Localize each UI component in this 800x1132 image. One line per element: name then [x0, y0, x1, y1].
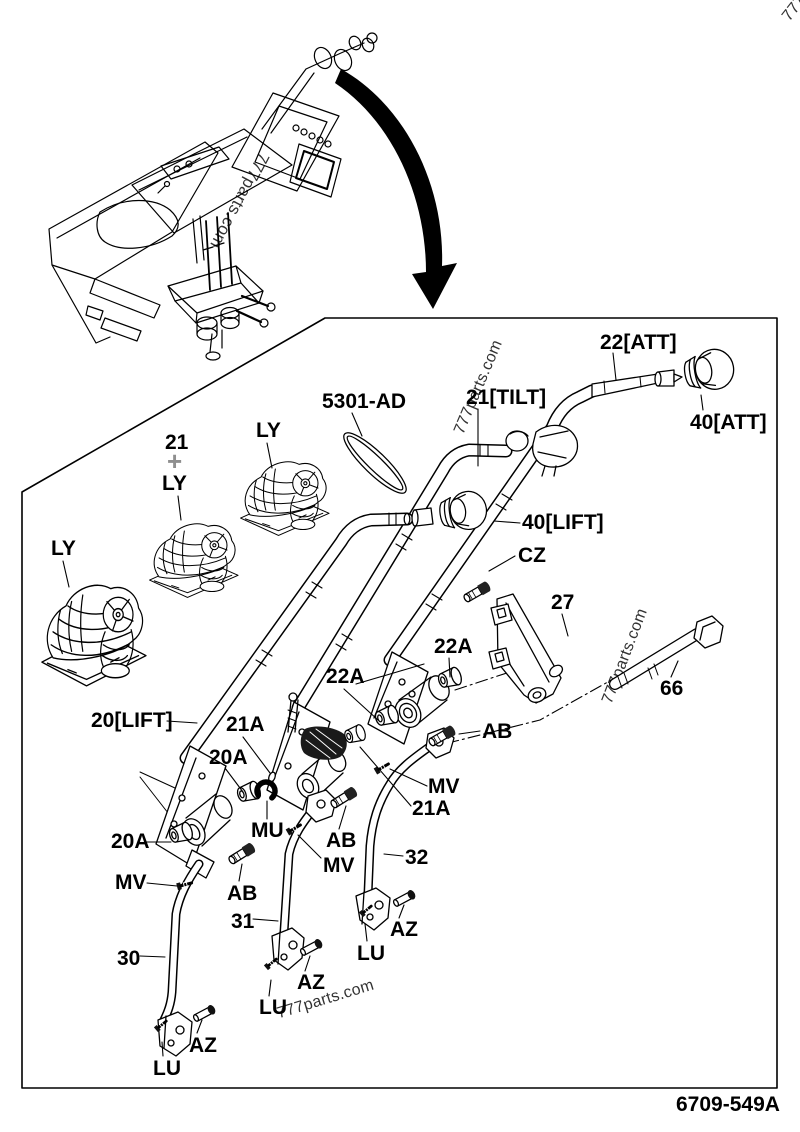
- boot-ly-left: [41, 584, 147, 687]
- part-label-ly-right: LY: [256, 419, 281, 442]
- boot-ly-mid: [149, 523, 239, 598]
- rod-30: [157, 859, 204, 1057]
- part-label-21a-right: 21A: [412, 797, 451, 820]
- lever-tube-tilt-21: [291, 424, 579, 715]
- diagram-border: [21, 317, 778, 1089]
- part-label-20a-mid: 20A: [209, 746, 248, 769]
- explode-arrow: [335, 69, 457, 309]
- part-label-lu-right: LU: [357, 942, 385, 965]
- figure-code: 6709-549A: [676, 1093, 780, 1116]
- part-label-ab-right: AB: [482, 720, 513, 743]
- part-label-40-att: 40[ATT]: [690, 411, 767, 434]
- washer-mu: [254, 779, 278, 803]
- console-illustration: [48, 32, 378, 361]
- part-label-66: 66: [660, 677, 684, 700]
- part-label-31: 31: [231, 910, 255, 933]
- part-label-21: 21: [165, 431, 189, 454]
- part-label-ly-left: LY: [51, 537, 76, 560]
- part-label-21a-mid: 21A: [226, 713, 265, 736]
- bolt-cz: [461, 579, 493, 605]
- knob-40-att: [680, 345, 738, 395]
- part-label-az-left: AZ: [189, 1034, 217, 1057]
- part-label-ab-mid: AB: [326, 829, 357, 852]
- part-label-22a-left: 22A: [326, 665, 365, 688]
- rod-31: [271, 789, 337, 971]
- bolt-ab-left: [226, 841, 258, 867]
- support-bracket-27: [488, 593, 564, 704]
- leader-lines: [62, 352, 704, 1057]
- plus-mark: +: [167, 446, 183, 476]
- boot-ly-right: [240, 461, 330, 536]
- bracket-tilt-base: [266, 692, 347, 811]
- part-label-az-mid: AZ: [297, 971, 325, 994]
- screw-lu-mid: [262, 955, 280, 972]
- part-label-lu-mid: LU: [259, 996, 287, 1019]
- part-label-mu: MU: [251, 819, 284, 842]
- part-label-20-lift: 20[LIFT]: [91, 709, 173, 732]
- part-label-cz: CZ: [518, 544, 546, 567]
- bolt-66: [609, 615, 724, 690]
- part-label-21-tilt: 21[TILT]: [466, 386, 547, 409]
- part-label-5301-ad: 5301-AD: [322, 390, 407, 413]
- part-label-az-right: AZ: [390, 918, 418, 941]
- seal-ring-5301ad: [343, 432, 407, 494]
- part-label-20a-left: 20A: [111, 830, 150, 853]
- part-label-ab-left: AB: [227, 882, 258, 905]
- part-label-40-lift: 40[LIFT]: [522, 511, 604, 534]
- part-label-lu-left: LU: [153, 1057, 181, 1080]
- lever-tube-lift-20: [179, 507, 434, 765]
- part-label-30: 30: [117, 947, 141, 970]
- part-label-32: 32: [405, 846, 429, 869]
- part-label-mv-right: MV: [428, 775, 460, 798]
- part-label-ly-mid: LY: [162, 472, 187, 495]
- pin-az-left: [191, 1003, 218, 1025]
- part-label-22a-right: 22A: [434, 635, 473, 658]
- part-label-mv-mid: MV: [323, 854, 355, 877]
- part-label-mv-left: MV: [115, 871, 147, 894]
- part-label-27: 27: [551, 591, 575, 614]
- part-label-22-att: 22[ATT]: [600, 331, 677, 354]
